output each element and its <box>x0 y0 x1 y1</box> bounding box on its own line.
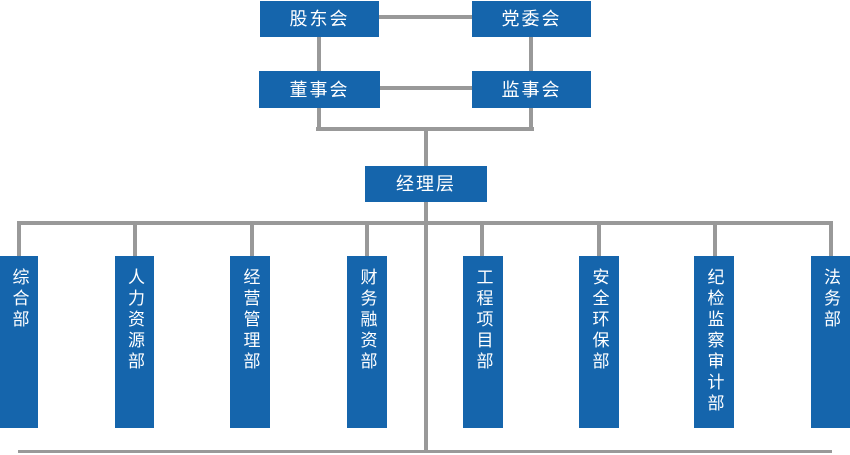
connector-stub-finance-financing <box>365 225 369 256</box>
node-management-level: 经理层 <box>365 166 487 202</box>
node-party-committee: 党委会 <box>472 1 591 37</box>
connector-party-supervisory <box>529 37 533 71</box>
dept-finance-financing: 财务融资部 <box>347 256 387 428</box>
node-supervisory-board: 监事会 <box>472 71 591 108</box>
connector-stub-general-affairs <box>17 225 21 256</box>
dept-discipline-supervision-audit: 纪检监察审计部 <box>694 256 734 428</box>
dept-label: 财务融资部 <box>357 268 377 373</box>
dept-label: 纪检监察审计部 <box>704 268 724 415</box>
connector-stub-engineering-projects <box>480 225 484 256</box>
node-label: 监事会 <box>501 79 562 100</box>
connector-stub-human-resources <box>133 225 137 256</box>
dept-general-affairs: 综合部 <box>0 256 38 428</box>
connector-board-bracket-left <box>317 108 321 131</box>
connector-bracket-horizontal <box>316 127 534 131</box>
dept-label: 综合部 <box>9 268 29 331</box>
dept-legal-affairs: 法务部 <box>811 256 850 428</box>
connector-management-spine <box>424 202 428 452</box>
dept-label: 人力资源部 <box>125 268 144 373</box>
connector-stub-safety-environment <box>597 225 601 256</box>
connector-shareholders-party <box>379 15 472 19</box>
connector-supervisory-bracket-right <box>529 108 533 131</box>
connector-bottom-baseline <box>18 450 832 453</box>
connector-bracket-management <box>424 131 428 166</box>
node-label: 股东会 <box>289 9 350 29</box>
dept-business-management: 经营管理部 <box>230 256 270 428</box>
node-board-of-directors: 董事会 <box>259 71 380 108</box>
dept-human-resources: 人力资源部 <box>115 256 154 428</box>
dept-engineering-projects: 工程项目部 <box>463 256 503 428</box>
node-label: 党委会 <box>501 9 562 29</box>
dept-label: 法务部 <box>821 268 840 331</box>
dept-label: 工程项目部 <box>473 268 493 373</box>
dept-safety-environment: 安全环保部 <box>579 256 619 428</box>
node-label: 经理层 <box>396 174 456 194</box>
node-label: 董事会 <box>289 79 350 100</box>
node-shareholders-meeting: 股东会 <box>260 1 379 37</box>
connector-departments-horizontal <box>17 221 833 225</box>
connector-stub-discipline-audit <box>713 225 717 256</box>
connector-board-supervisory <box>380 86 472 90</box>
dept-label: 安全环保部 <box>589 268 609 373</box>
connector-stub-business-management <box>250 225 254 256</box>
dept-label: 经营管理部 <box>240 268 260 373</box>
connector-shareholders-board <box>317 37 321 71</box>
connector-stub-legal-affairs <box>829 225 833 256</box>
